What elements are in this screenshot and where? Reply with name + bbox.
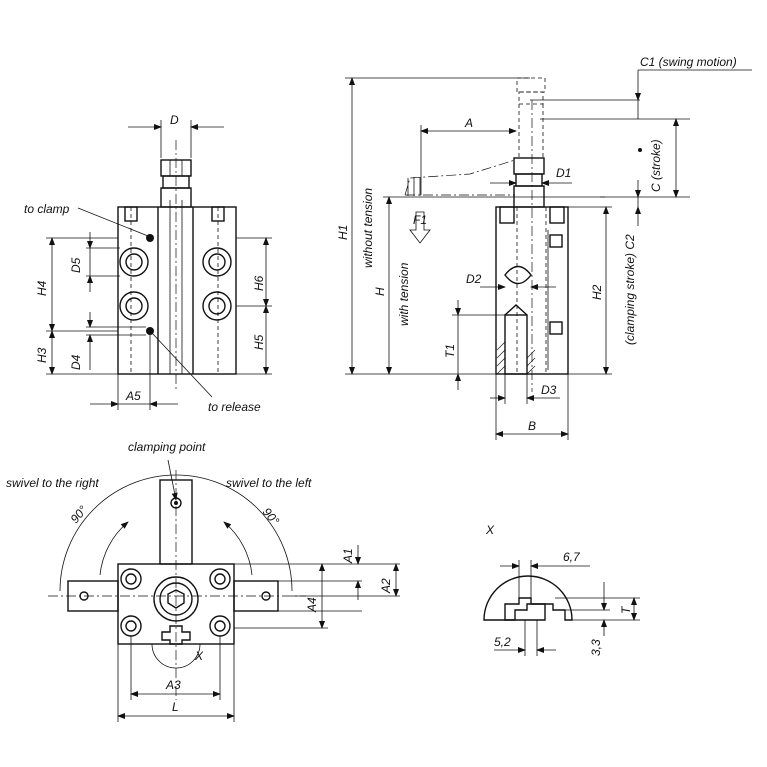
label-d2: D2 xyxy=(466,272,482,286)
label-c: C (stroke) xyxy=(649,139,663,192)
label-d: D xyxy=(170,113,179,127)
label-a4: A4 xyxy=(305,597,319,613)
label-h3: H3 xyxy=(35,347,49,363)
label-d3: D3 xyxy=(541,383,557,397)
label-d1: D1 xyxy=(556,166,571,180)
label-t: T xyxy=(619,605,633,614)
label-h6: H6 xyxy=(252,275,266,291)
label-a3: A3 xyxy=(165,678,181,692)
label-t1: T1 xyxy=(443,344,457,358)
label-x-detail: X xyxy=(485,523,495,537)
label-a1: A1 xyxy=(341,548,355,564)
label-3-3: 3,3 xyxy=(589,639,603,656)
label-h2: H2 xyxy=(590,284,604,300)
front-view xyxy=(46,120,272,410)
label-b: B xyxy=(528,419,536,433)
label-swivel-right: swivel to the right xyxy=(6,476,99,490)
label-swivel-left: swivel to the left xyxy=(226,476,312,490)
label-to-clamp: to clamp xyxy=(24,202,70,216)
label-h1: H1 xyxy=(336,225,350,240)
dimension-labels: D to clamp to release D5 H4 H3 D4 A5 H6 … xyxy=(6,55,737,714)
top-view xyxy=(48,459,400,722)
label-without-tension: without tension xyxy=(361,188,375,268)
label-a5: A5 xyxy=(125,389,141,403)
label-x-mark: X xyxy=(194,649,204,663)
label-a: A xyxy=(464,116,473,130)
label-with-tension: with tension xyxy=(397,262,411,326)
label-clamping-point: clamping point xyxy=(128,440,206,454)
label-5-2: 5,2 xyxy=(494,635,511,649)
label-90-right: 90° xyxy=(260,505,283,528)
label-a2: A2 xyxy=(379,578,393,594)
label-c2: (clamping stroke) C2 xyxy=(623,234,637,345)
label-h5: H5 xyxy=(252,334,266,350)
label-to-release: to release xyxy=(208,400,261,414)
label-d4: D4 xyxy=(69,354,83,370)
label-6-7: 6,7 xyxy=(563,550,581,564)
label-f1: F1 xyxy=(413,213,427,227)
detail-x xyxy=(483,560,640,656)
label-c1: C1 (swing motion) xyxy=(640,55,737,69)
label-l: L xyxy=(172,700,179,714)
label-h4: H4 xyxy=(35,280,49,296)
label-d5: D5 xyxy=(69,257,83,273)
label-h: H xyxy=(373,287,387,296)
label-90-left: 90° xyxy=(68,503,91,526)
side-view xyxy=(345,69,752,440)
